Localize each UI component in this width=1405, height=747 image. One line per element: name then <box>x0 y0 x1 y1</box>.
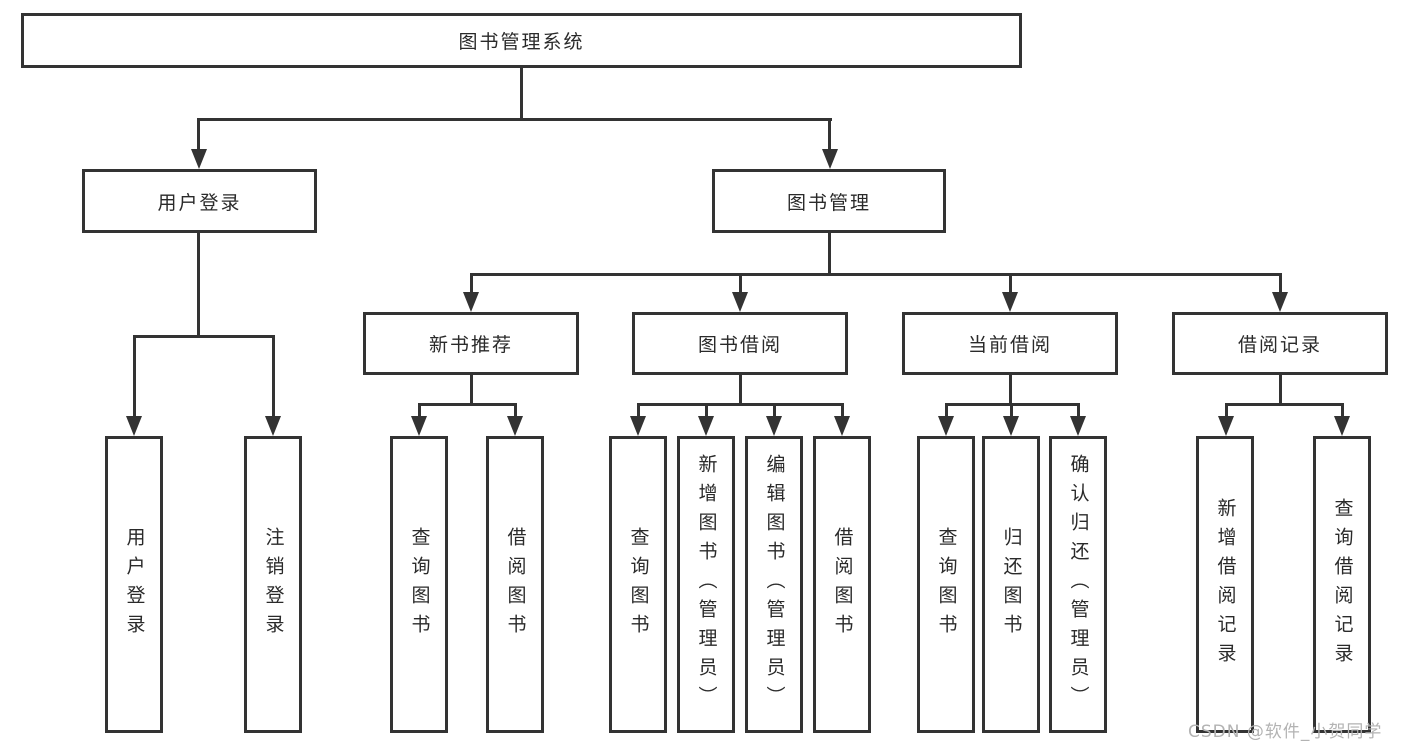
leaf-borrow-books-borrow: 借阅图书 <box>813 436 871 733</box>
node-root-label: 图书管理系统 <box>458 31 585 53</box>
node-current-borrow-label: 当前借阅 <box>967 334 1052 356</box>
leaf-query-books-current-label: 查询图书 <box>935 526 958 643</box>
connector-line <box>272 335 275 418</box>
connector-line <box>197 118 832 121</box>
arrow-down-icon <box>1272 292 1288 312</box>
node-book-borrow: 图书借阅 <box>632 312 848 375</box>
node-new-book-recommend: 新书推荐 <box>363 312 579 375</box>
connector-line <box>418 403 517 406</box>
arrow-down-icon <box>1003 416 1019 436</box>
leaf-query-books-recommend-label: 查询图书 <box>408 526 431 643</box>
connector-line <box>841 403 844 418</box>
arrow-down-icon <box>411 416 427 436</box>
connector-line <box>197 233 200 335</box>
arrow-down-icon <box>834 416 850 436</box>
node-root: 图书管理系统 <box>21 13 1022 68</box>
connector-line <box>945 403 948 418</box>
arrow-down-icon <box>126 416 142 436</box>
leaf-return-book: 归还图书 <box>982 436 1040 733</box>
leaf-edit-book-admin: 编辑图书（管理员） <box>745 436 803 733</box>
connector-line <box>470 273 1282 276</box>
leaf-edit-book-admin-label: 编辑图书（管理员） <box>763 454 786 715</box>
leaf-query-borrow-record: 查询借阅记录 <box>1313 436 1371 733</box>
connector-line <box>1010 403 1013 418</box>
node-book-borrow-label: 图书借阅 <box>697 334 782 356</box>
arrow-down-icon <box>463 292 479 312</box>
leaf-query-borrow-record-label: 查询借阅记录 <box>1331 497 1354 672</box>
connector-line <box>1225 403 1228 418</box>
arrow-down-icon <box>630 416 646 436</box>
node-borrow-records-label: 借阅记录 <box>1237 334 1322 356</box>
node-book-management-label: 图书管理 <box>786 191 871 214</box>
connector-line <box>418 403 421 418</box>
connector-line <box>828 118 831 151</box>
connector-line <box>828 233 831 273</box>
connector-line <box>133 335 275 338</box>
leaf-borrow-books-borrow-label: 借阅图书 <box>831 526 854 643</box>
leaf-user-login-label: 用户登录 <box>123 526 146 643</box>
leaf-query-books-recommend: 查询图书 <box>390 436 448 733</box>
leaf-add-book-admin-label: 新增图书（管理员） <box>695 454 718 715</box>
watermark: CSDN @软件_小贺同学 <box>1188 722 1383 742</box>
connector-line <box>520 68 523 118</box>
node-new-book-recommend-label: 新书推荐 <box>428 334 513 356</box>
arrow-down-icon <box>698 416 714 436</box>
leaf-logout-label: 注销登录 <box>262 526 285 643</box>
arrow-down-icon <box>1218 416 1234 436</box>
leaf-confirm-return-admin: 确认归还（管理员） <box>1049 436 1107 733</box>
arrow-down-icon <box>1334 416 1350 436</box>
node-user-login-label: 用户登录 <box>157 191 242 214</box>
connector-line <box>1009 273 1012 295</box>
leaf-query-books-current: 查询图书 <box>917 436 975 733</box>
connector-line <box>1225 403 1344 406</box>
leaf-add-borrow-record: 新增借阅记录 <box>1196 436 1254 733</box>
leaf-add-book-admin: 新增图书（管理员） <box>677 436 735 733</box>
arrow-down-icon <box>766 416 782 436</box>
leaf-borrow-books-recommend: 借阅图书 <box>486 436 544 733</box>
connector-line <box>1279 273 1282 295</box>
connector-line <box>1009 375 1012 403</box>
connector-line <box>1077 403 1080 418</box>
arrow-down-icon <box>507 416 523 436</box>
connector-line <box>470 273 473 295</box>
leaf-query-books-borrow-label: 查询图书 <box>627 526 650 643</box>
connector-line <box>1279 375 1282 403</box>
leaf-logout: 注销登录 <box>244 436 302 733</box>
connector-line <box>739 273 742 295</box>
connector-line <box>773 403 776 418</box>
arrow-down-icon <box>1070 416 1086 436</box>
connector-line <box>637 403 640 418</box>
arrow-down-icon <box>1002 292 1018 312</box>
arrow-down-icon <box>938 416 954 436</box>
leaf-confirm-return-admin-label: 确认归还（管理员） <box>1067 454 1090 715</box>
connector-line <box>1341 403 1344 418</box>
connector-line <box>514 403 517 418</box>
leaf-return-book-label: 归还图书 <box>1000 526 1023 643</box>
node-current-borrow: 当前借阅 <box>902 312 1118 375</box>
arrow-down-icon <box>191 149 207 169</box>
leaf-user-login: 用户登录 <box>105 436 163 733</box>
arrow-down-icon <box>265 416 281 436</box>
connector-line <box>705 403 708 418</box>
node-book-management: 图书管理 <box>712 169 946 233</box>
connector-line <box>739 375 742 403</box>
leaf-add-borrow-record-label: 新增借阅记录 <box>1214 497 1237 672</box>
arrow-down-icon <box>732 292 748 312</box>
connector-line <box>637 403 844 406</box>
leaf-query-books-borrow: 查询图书 <box>609 436 667 733</box>
node-borrow-records: 借阅记录 <box>1172 312 1388 375</box>
leaf-borrow-books-recommend-label: 借阅图书 <box>504 526 527 643</box>
node-user-login: 用户登录 <box>82 169 317 233</box>
connector-line <box>133 335 136 418</box>
connector-line <box>197 118 200 151</box>
connector-line <box>470 375 473 403</box>
arrow-down-icon <box>822 149 838 169</box>
